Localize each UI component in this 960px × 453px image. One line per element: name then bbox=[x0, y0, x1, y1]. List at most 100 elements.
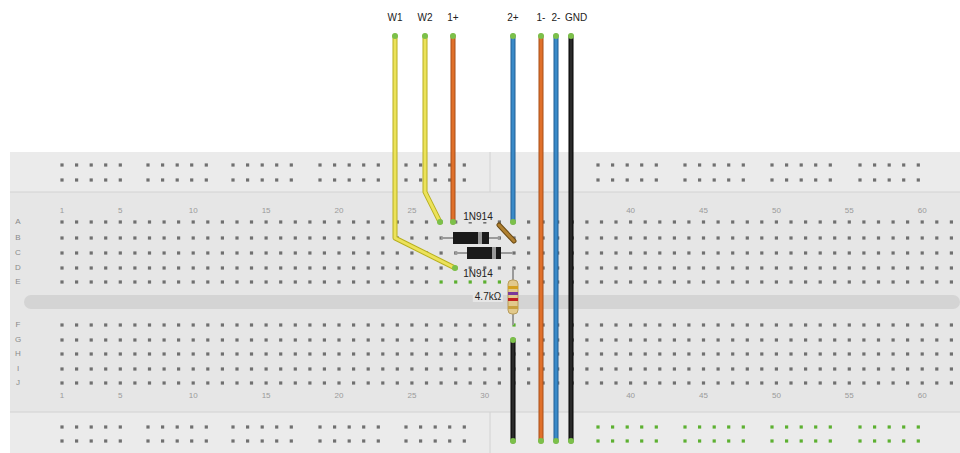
breadboard-hole bbox=[367, 352, 370, 355]
breadboard-hole bbox=[104, 381, 107, 384]
breadboard-hole bbox=[119, 178, 122, 181]
breadboard-hole bbox=[463, 439, 466, 442]
breadboard-hole bbox=[206, 266, 209, 269]
breadboard-hole bbox=[434, 178, 437, 181]
breadboard-hole bbox=[760, 280, 763, 283]
breadboard-hole bbox=[246, 178, 249, 181]
breadboard-hole bbox=[873, 163, 876, 166]
breadboard-hole bbox=[463, 163, 466, 166]
breadboard-hole bbox=[396, 381, 399, 384]
breadboard-hole bbox=[789, 381, 792, 384]
breadboard-hole bbox=[673, 251, 676, 254]
breadboard-hole bbox=[848, 323, 851, 326]
breadboard-hole bbox=[146, 425, 149, 428]
breadboard-hole bbox=[658, 251, 661, 254]
breadboard-hole bbox=[75, 178, 78, 181]
breadboard-hole bbox=[713, 439, 716, 442]
breadboard-hole bbox=[294, 352, 297, 355]
breadboard-hole bbox=[877, 220, 880, 223]
breadboard-hole bbox=[90, 220, 93, 223]
breadboard-hole bbox=[731, 323, 734, 326]
column-number: 55 bbox=[845, 392, 854, 400]
breadboard-hole bbox=[833, 236, 836, 239]
column-number: 50 bbox=[772, 392, 781, 400]
breadboard-hole bbox=[75, 266, 78, 269]
breadboard-hole bbox=[221, 352, 224, 355]
breadboard-hole bbox=[877, 236, 880, 239]
breadboard-hole bbox=[148, 381, 151, 384]
breadboard-hole bbox=[746, 220, 749, 223]
breadboard-hole bbox=[337, 251, 340, 254]
breadboard-hole bbox=[294, 367, 297, 370]
breadboard-hole bbox=[935, 352, 938, 355]
breadboard-hole bbox=[814, 425, 817, 428]
breadboard-hole bbox=[261, 178, 264, 181]
breadboard-hole bbox=[119, 236, 122, 239]
breadboard-hole bbox=[352, 220, 355, 223]
breadboard-hole bbox=[308, 323, 311, 326]
breadboard-hole bbox=[206, 280, 209, 283]
breadboard-hole bbox=[614, 251, 617, 254]
wire-label: 2+ bbox=[507, 13, 518, 23]
breadboard-hole bbox=[921, 367, 924, 370]
breadboard-hole bbox=[90, 439, 93, 442]
breadboard-hole bbox=[148, 323, 151, 326]
breadboard-hole bbox=[814, 178, 817, 181]
breadboard-hole bbox=[90, 163, 93, 166]
breadboard-hole bbox=[192, 352, 195, 355]
breadboard-hole bbox=[935, 280, 938, 283]
breadboard-hole bbox=[381, 280, 384, 283]
breadboard-hole bbox=[454, 381, 457, 384]
breadboard-hole bbox=[133, 338, 136, 341]
breadboard-hole bbox=[410, 236, 413, 239]
breadboard-hole bbox=[163, 352, 166, 355]
column-number: 5 bbox=[118, 392, 122, 400]
breadboard-hole bbox=[104, 236, 107, 239]
breadboard-hole bbox=[775, 338, 778, 341]
breadboard-hole bbox=[163, 251, 166, 254]
breadboard-hole bbox=[888, 439, 891, 442]
breadboard-hole bbox=[177, 266, 180, 269]
breadboard-hole bbox=[902, 178, 905, 181]
breadboard-hole bbox=[308, 220, 311, 223]
breadboard-hole bbox=[235, 367, 238, 370]
column-number: 15 bbox=[262, 392, 271, 400]
diode-top bbox=[441, 232, 500, 244]
column-number: 40 bbox=[626, 392, 635, 400]
breadboard-hole bbox=[644, 338, 647, 341]
breadboard-hole bbox=[804, 236, 807, 239]
breadboard-hole bbox=[819, 367, 822, 370]
breadboard-hole bbox=[935, 266, 938, 269]
breadboard-hole bbox=[161, 425, 164, 428]
breadboard-hole bbox=[585, 352, 588, 355]
breadboard-hole bbox=[819, 251, 822, 254]
breadboard-hole bbox=[177, 280, 180, 283]
breadboard-hole bbox=[727, 439, 730, 442]
breadboard-hole bbox=[381, 352, 384, 355]
breadboard-hole bbox=[294, 280, 297, 283]
breadboard-hole bbox=[410, 220, 413, 223]
breadboard-hole bbox=[640, 178, 643, 181]
breadboard-hole bbox=[323, 220, 326, 223]
breadboard-hole bbox=[265, 367, 268, 370]
breadboard-hole bbox=[235, 381, 238, 384]
row-letter: J bbox=[16, 379, 20, 387]
breadboard-hole bbox=[614, 220, 617, 223]
breadboard-hole bbox=[205, 163, 208, 166]
breadboard-hole bbox=[352, 367, 355, 370]
breadboard-hole bbox=[119, 280, 122, 283]
breadboard-hole bbox=[265, 266, 268, 269]
breadboard-hole bbox=[104, 251, 107, 254]
breadboard-hole bbox=[367, 280, 370, 283]
breadboard-hole bbox=[362, 163, 365, 166]
breadboard-hole bbox=[687, 280, 690, 283]
breadboard-hole bbox=[917, 163, 920, 166]
breadboard-hole bbox=[658, 280, 661, 283]
breadboard-hole bbox=[902, 439, 905, 442]
breadboard-hole bbox=[75, 338, 78, 341]
breadboard-hole bbox=[760, 220, 763, 223]
breadboard-hole bbox=[190, 163, 193, 166]
breadboard-hole bbox=[294, 220, 297, 223]
breadboard-hole bbox=[308, 251, 311, 254]
